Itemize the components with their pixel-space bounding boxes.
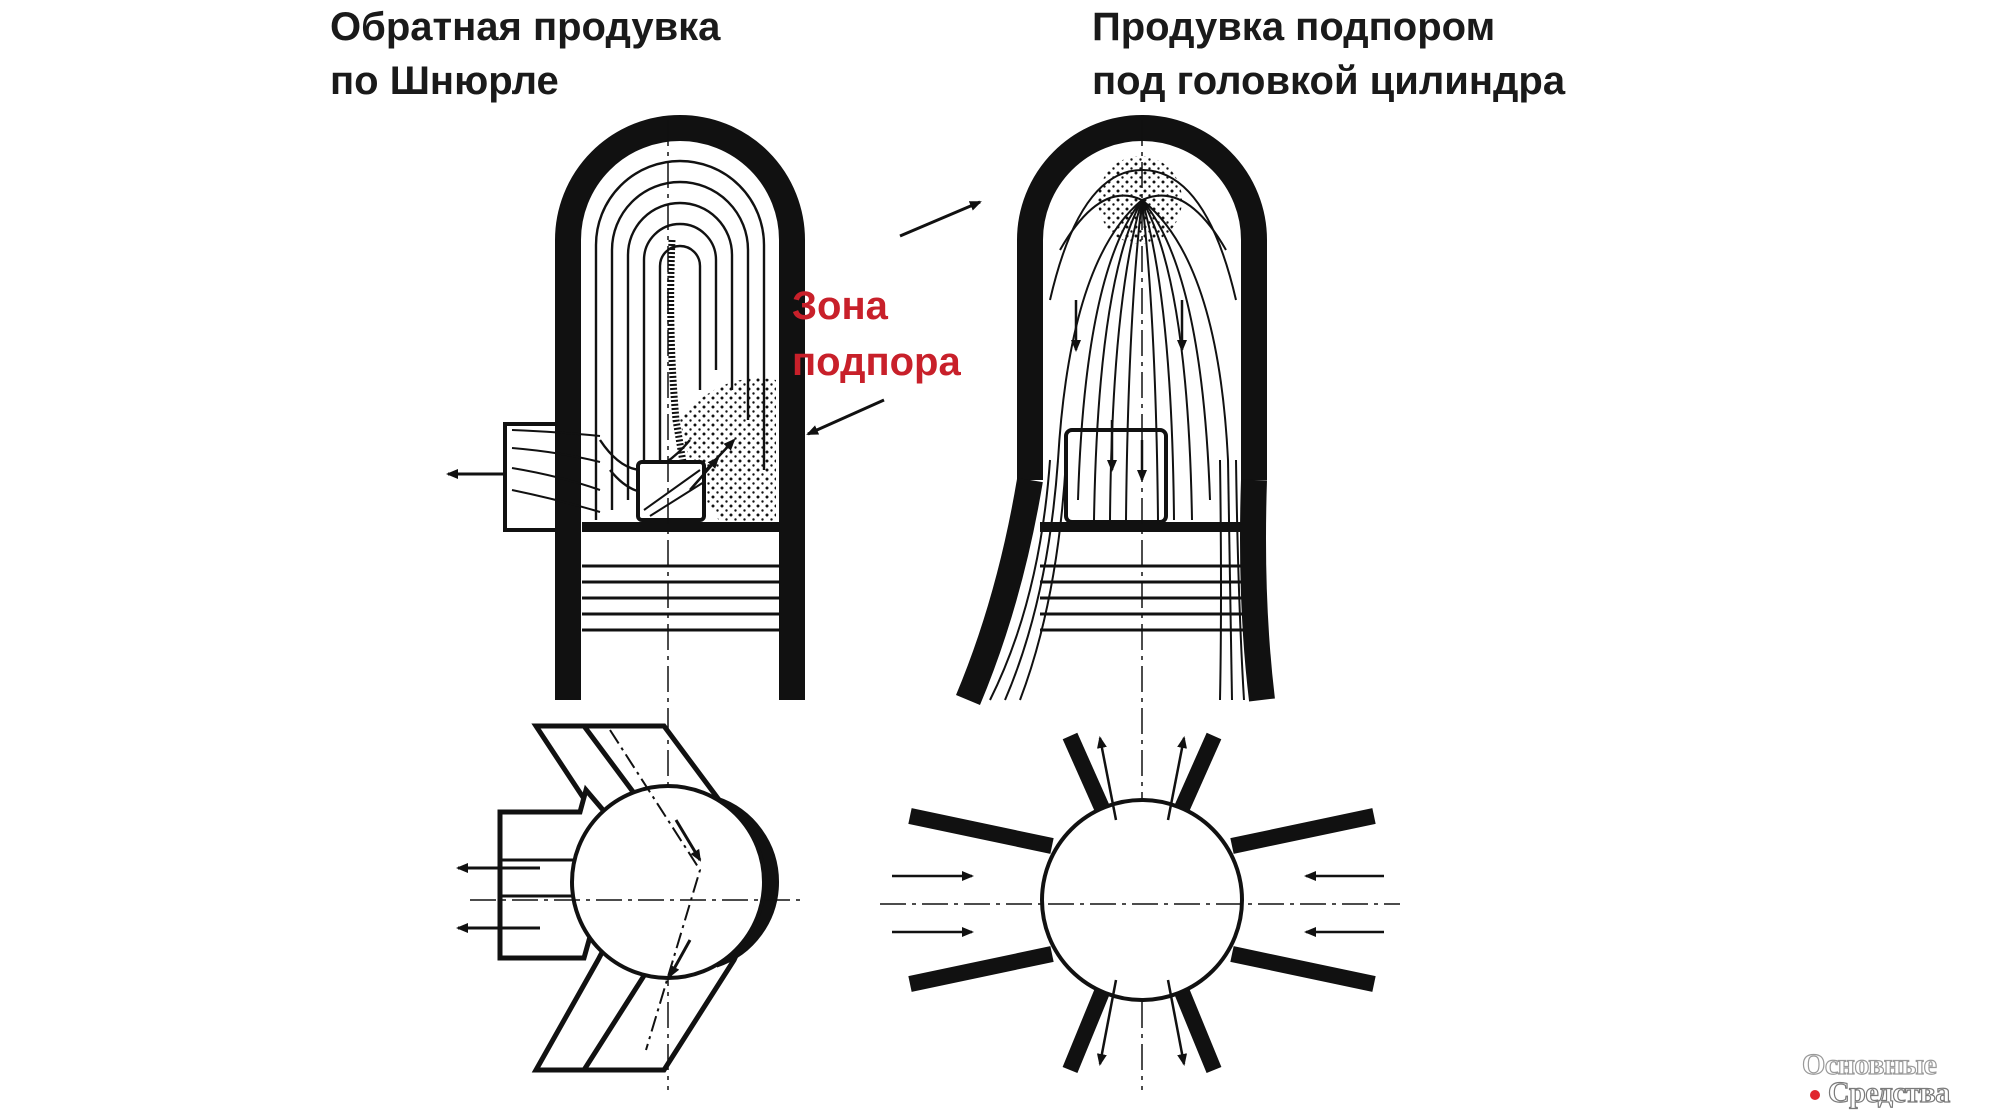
left-piston-rings	[582, 564, 782, 632]
backpressure-zone-label: Зона подпора	[792, 278, 961, 390]
left-cylinder-wall	[555, 115, 805, 700]
left-cylinder	[446, 115, 805, 1090]
title-right-line1: Продувка подпором	[1092, 5, 1496, 49]
transfer-port	[636, 438, 736, 522]
watermark-line1: Основные	[1801, 1047, 1937, 1081]
title-left-line2: по Шнюрле	[330, 59, 559, 103]
left-piston	[582, 522, 782, 532]
zone-arrow-upper	[899, 200, 982, 238]
watermark-logo: Основные Средства	[1800, 1047, 2000, 1114]
right-cylinder	[956, 115, 1275, 1090]
exhaust-port	[446, 422, 601, 532]
left-plan-view	[456, 723, 800, 1073]
right-piston	[1040, 522, 1244, 532]
title-left-line1: Обратная продувка	[330, 5, 721, 49]
flame-front-line	[667, 239, 690, 481]
zone-label-line1: Зона	[792, 284, 888, 328]
zone-arrow-lower	[806, 398, 885, 436]
watermark-dot-icon	[1810, 1090, 1820, 1100]
watermark-line2: Средства	[1827, 1075, 1950, 1109]
right-bore-circle	[1040, 798, 1244, 1002]
title-right: Продувка подпором под головкой цилиндра	[1092, 0, 1732, 108]
zone-label-line2: подпора	[792, 340, 961, 384]
head-stipple	[1098, 156, 1182, 244]
right-plan-view	[880, 732, 1400, 1074]
left-bore-circle	[570, 784, 766, 980]
title-right-line2: под головкой цилиндра	[1092, 59, 1566, 103]
title-left: Обратная продувка по Шнюрле	[330, 0, 850, 108]
